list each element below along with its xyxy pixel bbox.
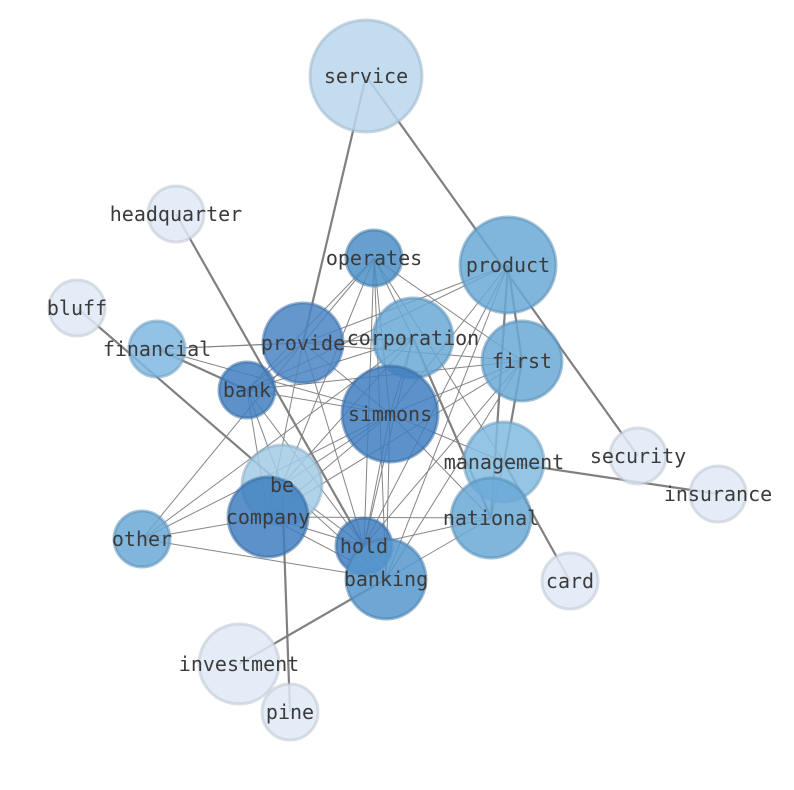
edge-other-provide	[141, 342, 304, 540]
node-label-bank: bank	[223, 378, 271, 402]
node-label-hold: hold	[340, 534, 388, 558]
node-label-pine: pine	[266, 700, 314, 724]
node-label-investment: investment	[179, 652, 299, 676]
node-label-product: product	[466, 253, 550, 277]
node-label-service: service	[324, 64, 408, 88]
node-label-simmons: simmons	[348, 402, 432, 426]
node-product	[458, 215, 558, 315]
node-investment	[197, 622, 281, 706]
node-national	[449, 476, 533, 560]
edge-bluff-be	[76, 307, 283, 486]
node-label-other: other	[112, 527, 172, 551]
node-headquarter	[146, 184, 206, 244]
node-label-management: management	[444, 450, 564, 474]
edge-first-banking	[385, 360, 523, 580]
node-label-banking: banking	[344, 567, 428, 591]
node-label-first: first	[492, 349, 552, 373]
node-banking	[344, 537, 428, 621]
node-service	[308, 18, 424, 134]
node-label-insurance: insurance	[664, 482, 772, 506]
node-first	[480, 319, 564, 403]
node-label-corporation: corporation	[347, 326, 479, 350]
node-label-card: card	[546, 569, 594, 593]
node-company	[226, 475, 310, 559]
node-label-operates: operates	[326, 246, 422, 270]
edge-product-banking	[385, 264, 509, 580]
node-label-security: security	[590, 444, 686, 468]
node-card	[540, 551, 600, 611]
node-label-company: company	[226, 505, 310, 529]
node-simmons	[340, 364, 440, 464]
labels-layer: service headquarter bluff operates product fi…	[47, 64, 772, 724]
nodes-layer	[47, 18, 748, 742]
node-financial	[127, 319, 187, 379]
node-insurance	[688, 464, 748, 524]
node-other	[112, 509, 172, 569]
node-label-national: national	[443, 506, 539, 530]
node-pine	[260, 682, 320, 742]
node-bank	[217, 360, 277, 420]
node-label-provide: provide	[261, 331, 345, 355]
node-label-be: be	[270, 473, 294, 497]
node-security	[608, 426, 668, 486]
node-label-headquarter: headquarter	[110, 202, 242, 226]
node-bluff	[47, 278, 107, 338]
node-label-financial: financial	[103, 337, 211, 361]
node-operates	[344, 228, 404, 288]
node-label-bluff: bluff	[47, 296, 107, 320]
node-provide	[261, 301, 345, 385]
